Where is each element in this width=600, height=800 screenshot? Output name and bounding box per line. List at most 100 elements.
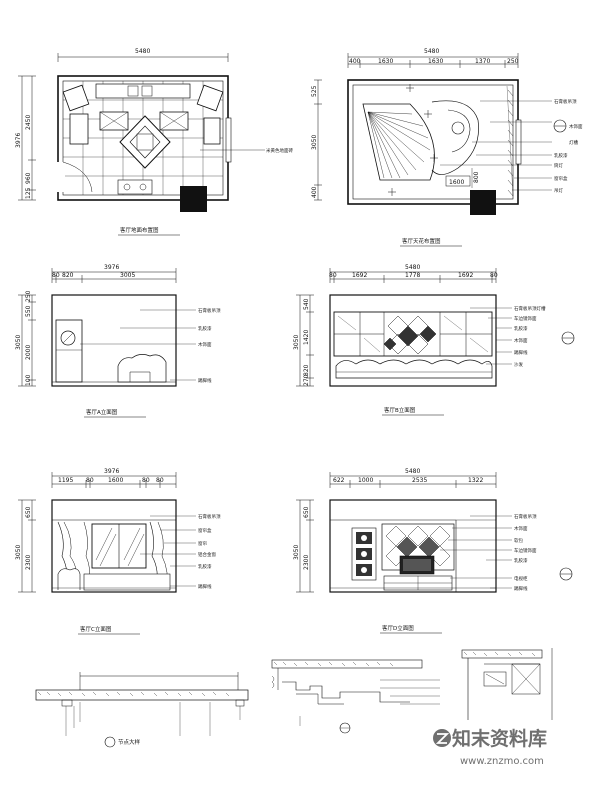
ceiling-note-1: 石膏板吊顶	[554, 98, 577, 105]
ceiling-plan-caption: 客厅天花布置图	[402, 237, 441, 245]
armchair-icon	[196, 84, 224, 112]
elev-a-seg2-dim: 820	[62, 272, 74, 279]
elev-a-h3-dim: 2000	[25, 345, 32, 360]
elev-a-note-2: 乳胶漆	[198, 325, 212, 332]
sofa-icon	[335, 359, 493, 379]
ceiling-seg5-dim: 250	[507, 58, 519, 65]
ceiling-note-2: 木饰面	[569, 123, 583, 130]
elev-b-seg5-dim: 80	[490, 272, 498, 279]
elev-b-h1-dim: 540	[303, 298, 310, 310]
elev-c-caption: 客厅C立面图	[80, 625, 112, 633]
elev-d-caption: 客厅D立面图	[382, 624, 414, 632]
elev-c-note-4: 铝合金窗	[198, 551, 216, 558]
ceiling-seg3-dim: 1630	[428, 58, 443, 65]
elev-b-note-3: 乳胶漆	[514, 325, 528, 332]
elev-a-caption: 客厅A立面图	[86, 408, 118, 416]
elev-c-width-dim: 3976	[104, 468, 119, 475]
watermark-brand-cn: 知末资料库	[452, 727, 547, 750]
elev-b-note-6: 沙发	[514, 361, 523, 368]
elev-b-note-2: 车边镜饰面	[514, 315, 537, 322]
elev-c-seg2-dim: 80	[86, 477, 94, 484]
fan-ceiling-icon	[362, 103, 435, 181]
elevation-c: 3976 1195 80 1600 80 80 3050 650 2300	[15, 468, 221, 635]
ceiling-seg1-dim: 400	[349, 58, 361, 65]
elev-d-seg4-dim: 1322	[468, 477, 483, 484]
ceiling-note-7: 吊灯	[554, 187, 563, 194]
detail-sections: 节点大样	[35, 648, 553, 748]
floor-mid-dim: 960	[25, 172, 32, 184]
watermark: 知末资料库 www.znzmo.com	[433, 727, 547, 767]
elev-d-note-4: 车边镜饰面	[514, 547, 537, 554]
elev-b-h2-dim: 1420	[303, 330, 310, 345]
ceiling-inner-dim: 1600	[449, 179, 464, 186]
elevation-d: 5480 622 1000 2535 1322 3050 650 2300	[293, 468, 573, 634]
elev-d-seg2-dim: 1000	[358, 477, 373, 484]
elev-d-seg1-dim: 622	[333, 477, 345, 484]
elev-a-width-dim: 3976	[104, 264, 119, 271]
elev-b-width-dim: 5480	[405, 264, 420, 271]
elev-b-note-4: 木饰面	[514, 337, 528, 344]
elev-c-h2-dim: 2300	[25, 555, 32, 570]
floor-height-dim: 3976	[15, 133, 22, 148]
brand-logo-icon	[433, 729, 451, 747]
tv-wall-panel-icon	[385, 525, 451, 567]
elev-b-seg3-dim: 1778	[405, 272, 420, 279]
ceiling-note-5: 筒灯	[554, 162, 563, 169]
ceiling-htop-dim: 525	[311, 85, 318, 97]
ceiling-inner2-dim: 800	[473, 171, 480, 183]
decor-panel-icon	[356, 532, 372, 576]
elev-c-height-dim: 3050	[15, 545, 22, 560]
elev-c-seg4-dim: 80	[142, 477, 150, 484]
armchair-icon	[62, 84, 90, 112]
elev-c-note-1: 石膏板吊顶	[198, 513, 221, 520]
elev-b-h4-dim: 270	[303, 374, 310, 386]
watermark-brand-url: www.znzmo.com	[460, 756, 544, 767]
elev-b-seg1-dim: 80	[329, 272, 337, 279]
elev-c-h1-dim: 650	[25, 506, 32, 518]
door-icon	[55, 319, 83, 383]
downlight-icons	[388, 84, 438, 196]
elev-b-note-5: 踢脚线	[514, 349, 528, 356]
elev-d-note-2: 木饰面	[514, 525, 528, 532]
elev-a-h2-dim: 550	[25, 305, 32, 317]
floor-plan: 5480 3976 2450 960 125	[15, 48, 293, 236]
elev-d-note-6: 电视柜	[514, 575, 528, 582]
elev-b-seg4-dim: 1692	[458, 272, 473, 279]
ceiling-plan: 5480 400 1630 1630 1370 250 525 3050 400	[311, 48, 583, 247]
ceiling-hlow-dim: 400	[311, 186, 318, 198]
ceiling-seg2-dim: 1630	[378, 58, 393, 65]
ceiling-hmid-dim: 3050	[311, 135, 318, 150]
elev-c-seg3-dim: 1600	[108, 477, 123, 484]
elev-a-note-3: 木饰面	[198, 341, 212, 348]
elev-b-height-dim: 3050	[293, 335, 300, 350]
elev-c-note-2: 窗帘盒	[198, 527, 212, 534]
elev-b-seg2-dim: 1692	[352, 272, 367, 279]
ceiling-note-6: 窗帘盒	[554, 175, 568, 182]
elev-d-note-1: 石膏板吊顶	[514, 513, 537, 520]
elev-a-h4-dim: 100	[25, 374, 32, 386]
ceiling-note-4: 乳胶漆	[554, 152, 568, 159]
ceiling-width-dim: 5480	[424, 48, 439, 55]
floor-upper-dim: 2450	[25, 115, 32, 130]
floor-width-dim: 5480	[135, 48, 150, 55]
elevation-a: 3976 80 820 3005 3050 250 550 2000 100	[15, 264, 221, 418]
ceiling-note-3: 灯槽	[569, 139, 578, 146]
elev-a-seg3-dim: 3005	[120, 272, 135, 279]
elev-d-h2-dim: 2300	[303, 555, 310, 570]
sofa-icon	[117, 354, 167, 383]
elev-c-seg1-dim: 1195	[58, 477, 73, 484]
floor-material-note: 米黄色地面砖	[266, 147, 293, 154]
floor-plan-caption: 客厅地面布置图	[120, 226, 159, 234]
elev-d-seg3-dim: 2535	[412, 477, 427, 484]
elev-a-seg1-dim: 80	[52, 272, 60, 279]
elev-d-note-7: 踢脚线	[514, 585, 528, 592]
elev-a-height-dim: 3050	[15, 335, 22, 350]
elev-c-note-5: 乳胶漆	[198, 563, 212, 570]
elev-d-h1-dim: 650	[303, 506, 310, 518]
elev-d-note-5: 乳胶漆	[514, 557, 528, 564]
elev-d-height-dim: 3050	[293, 545, 300, 560]
elev-a-note-1: 石膏板吊顶	[198, 307, 221, 314]
elev-c-note-6: 踢脚线	[198, 583, 212, 590]
elev-c-seg5-dim: 80	[156, 477, 164, 484]
